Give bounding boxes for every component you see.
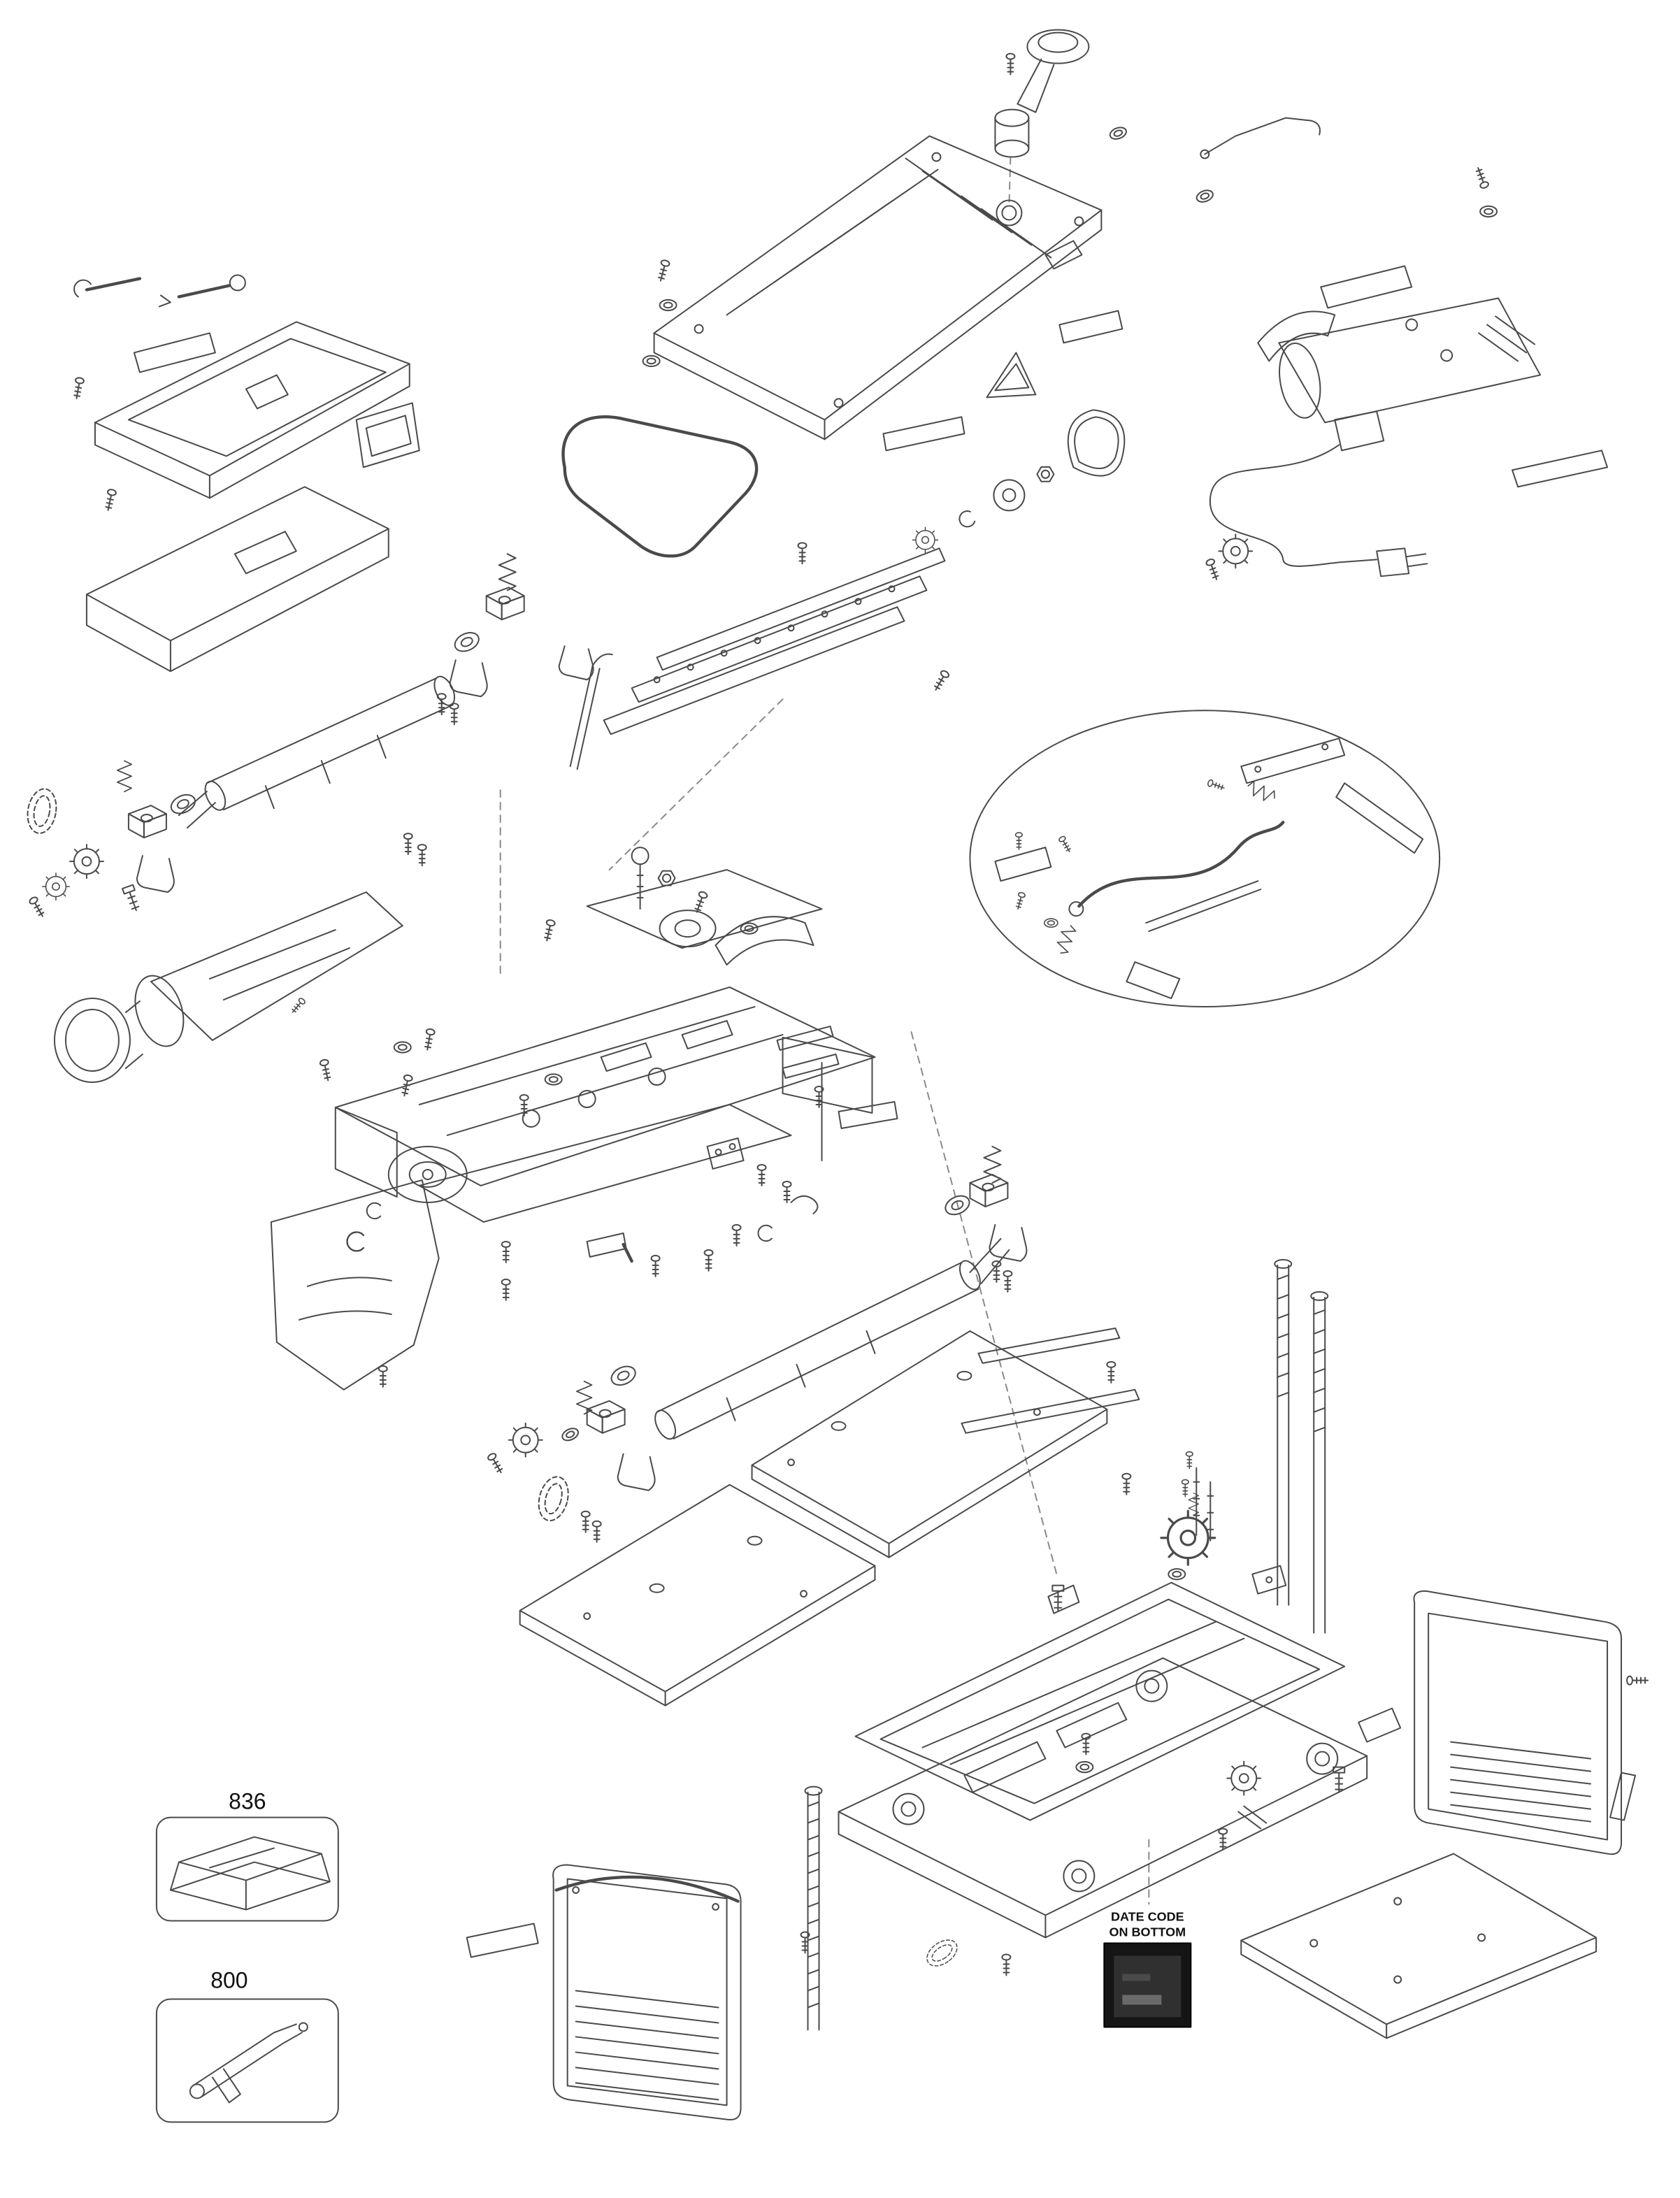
rails-art xyxy=(961,1327,1140,1434)
front-panel-art xyxy=(552,1864,742,2121)
left-gear-cluster-art xyxy=(23,760,199,919)
kit-800-label: 800 xyxy=(210,1967,247,1992)
lower-roller-art xyxy=(486,1237,1010,1543)
date-code-line1: DATE CODE xyxy=(1111,1910,1184,1924)
base-art xyxy=(800,1581,1402,1976)
diagram-text: 836 800 DATE CODE ON BOTTOM xyxy=(210,1789,1186,1993)
tables-art xyxy=(519,1330,1598,2039)
side-panel-right-art xyxy=(1413,1590,1649,1855)
construction-lines xyxy=(499,156,1150,1905)
dust-chute-art xyxy=(53,891,403,1084)
cutterhead-art-upper xyxy=(178,553,594,867)
inset-oval-art xyxy=(969,710,1441,1008)
date-code-art xyxy=(1103,1942,1192,2028)
line-art xyxy=(23,29,1649,2123)
kit-boxes-art xyxy=(155,1816,339,2123)
elevating-block-art xyxy=(942,1145,1028,1293)
carriage-art xyxy=(319,847,876,1301)
sticker-art xyxy=(466,265,1637,1958)
motor-art xyxy=(912,297,1542,582)
kit-836-label: 836 xyxy=(229,1789,266,1814)
left-covers-art xyxy=(71,321,420,673)
knife-set-art xyxy=(569,542,951,770)
columns-art xyxy=(804,1258,1329,2031)
top-cover-art xyxy=(561,135,1103,558)
date-code-line2: ON BOTTOM xyxy=(1110,1925,1186,1939)
wrench-art xyxy=(73,274,246,308)
guard-art xyxy=(270,1179,440,1391)
depth-rod-art xyxy=(1194,117,1498,218)
crank-assembly-art xyxy=(994,29,1129,158)
